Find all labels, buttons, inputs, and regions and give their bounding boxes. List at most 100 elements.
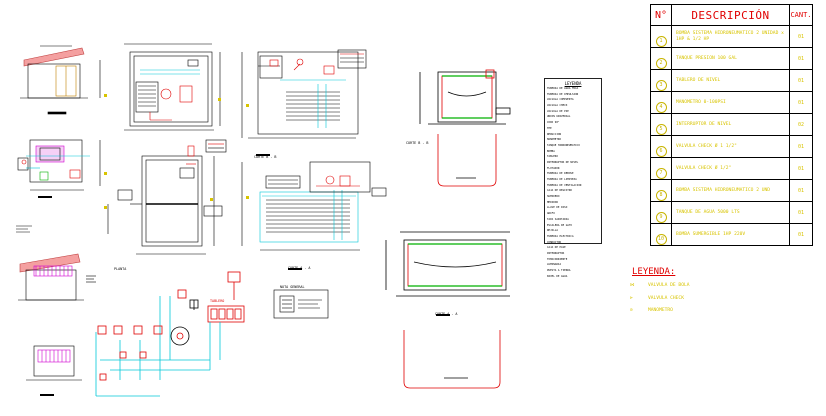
row-number: 3	[650, 69, 672, 92]
row-quantity: 01	[789, 25, 813, 48]
notes-left	[16, 225, 32, 233]
legend-item-label: VALVULA CHECK	[648, 296, 684, 301]
legend-item-gauge: ⊘ MANOMETRO	[630, 308, 673, 313]
label-note: NOTA GENERAL	[280, 285, 305, 289]
row-quantity: 01	[789, 135, 813, 158]
row-description: BOMBA SISTEMA HIDRONEUMATICO 2 UND	[671, 179, 790, 202]
row-number: 6	[650, 135, 672, 158]
legend-item-ball-valve: ⋈ VALVULA DE BOLA	[630, 283, 690, 288]
notes-legend-item: TUBERIA DE LIMPIEZA	[547, 178, 577, 181]
legend-item-label: VALVULA DE BOLA	[648, 283, 690, 288]
notes-legend-item: UNION UNIVERSAL	[547, 115, 571, 119]
legend-item-check-valve: ⊳ VALVULA CHECK	[630, 296, 684, 301]
label-section-aa: CORTE A - A	[288, 266, 311, 270]
row-quantity: 01	[789, 47, 813, 70]
notes-legend-item: INTERRUPTOR DE NIVEL	[547, 160, 579, 164]
row-number: 4	[650, 91, 672, 114]
row-quantity: 01	[789, 69, 813, 92]
tank-section-top	[419, 69, 511, 187]
note-box	[273, 289, 329, 319]
row-number: 2	[650, 47, 672, 70]
notes-legend-item: TOMACORRIENTE	[547, 257, 568, 261]
col-header-quantity: CANT.	[789, 4, 813, 26]
notes-legend-item: TEE	[547, 126, 552, 130]
row-description: VALVULA CHECK Ø 1/2"	[671, 157, 790, 180]
notes-legend-item: CODO 90°	[547, 121, 560, 125]
notes-legend-item: SUMIDERO	[547, 195, 560, 199]
notes-legend-item: TANQUE HIDRONEUMATICO	[547, 143, 580, 147]
notes-legend-list: TUBERIA DE AGUA FRIA TUBERIA DE IMPULSION…	[545, 86, 601, 279]
label-section-bb: CORTE B - B	[254, 155, 277, 159]
row-description: TABLERO DE NIVEL	[671, 69, 790, 92]
row-description: INTERRUPTOR DE NIVEL	[671, 113, 790, 136]
schematic	[95, 271, 245, 397]
notes-legend-item: PUESTA A TIERRA	[547, 269, 571, 272]
table-header-row: N° DESCRIPCIÓN CANT.	[650, 4, 813, 26]
notes-legend-item: VALVULA COMPUERTA	[547, 98, 574, 102]
notes-legend-item: REDUCCION	[547, 132, 562, 136]
label-section-aa-2: CORTE A - A	[435, 312, 458, 316]
plan-main	[107, 139, 227, 255]
col-header-number: N°	[650, 4, 672, 26]
row-number: 7	[650, 157, 672, 180]
check-valve-icon: ⊳	[630, 296, 633, 301]
row-description: BOMBA SUMERGIBLE 1HP 220V	[671, 223, 790, 246]
notes-legend-item: LLAVE DE PASO	[547, 206, 568, 210]
notes-legend-item: BOMBA	[547, 149, 555, 153]
row-number: 5	[650, 113, 672, 136]
row-description: VALVULA CHECK Ø 1 1/2"	[671, 135, 790, 158]
label-plan: PLANTA	[114, 267, 127, 271]
notes-legend-item: VALVULA DE PIE	[547, 109, 569, 113]
notes-legend-item: NIVEL DE AGUA	[547, 274, 568, 278]
row-number: 8	[650, 179, 672, 202]
section-bb	[241, 49, 367, 156]
markers	[104, 94, 249, 209]
notes-legend-item: TUBERIA DE IMPULSION	[547, 92, 579, 96]
shed-elevation	[18, 253, 96, 301]
ball-valve-icon: ⋈	[630, 283, 635, 288]
notes-legend-item: GRIFO	[547, 212, 555, 216]
notes-legend-item: CAJA DE PASE	[547, 246, 566, 250]
notes-legend-item: CAJA DE REGISTRO	[547, 189, 572, 193]
notes-legend: LEYENDA TUBERIA DE AGUA FRIA TUBERIA DE I…	[544, 78, 602, 278]
notes-legend-title: LEYENDA	[564, 81, 582, 86]
legend-item-label: MANOMETRO	[648, 308, 673, 313]
label-section-bb-2: CORTE B - B	[406, 141, 429, 145]
section-aa	[241, 161, 387, 270]
notes-legend-item: MEDIDOR	[547, 200, 558, 204]
gauge-icon: ⊘	[630, 308, 633, 313]
notes-legend-item: CONDUCTOR	[547, 240, 562, 244]
row-description: BOMBA SISTEMA HIDRONEUMATICO 2 UNIDAD x …	[671, 25, 790, 48]
notes-legend-item: TAPA SANITARIA	[547, 217, 569, 221]
row-description: MANOMETRO 0-100PSI	[671, 91, 790, 114]
row-number: 10	[650, 223, 672, 246]
notes-legend-item: TUBERIA DE VENTILACION	[547, 183, 582, 187]
col-header-description: DESCRIPCIÓN	[671, 4, 790, 26]
row-quantity: 01	[789, 91, 813, 114]
row-description: TANQUE DE AGUA 5000 LTS	[671, 201, 790, 224]
notes-legend-item: FLOTADOR	[547, 166, 560, 170]
notes-legend-item: TUBERIA DE AGUA FRIA	[547, 87, 579, 90]
notes-legend-item: ESCALERA DE GATO	[547, 223, 572, 227]
tank-section-bottom	[385, 231, 510, 389]
row-number: 1	[650, 25, 672, 48]
row-quantity: 01	[789, 157, 813, 180]
house-elevation	[20, 45, 101, 115]
label-panel: TABLERO	[210, 299, 225, 303]
row-quantity: 01	[789, 179, 813, 202]
plan-small	[17, 139, 101, 198]
row-quantity: 01	[789, 201, 813, 224]
row-description: TANQUE PRESION 100 GAL	[671, 47, 790, 70]
notes-legend-item: TABLERO	[547, 155, 558, 159]
pump-room-plan	[124, 43, 221, 131]
notes-legend-item: TUBERIA ELECTRICA	[547, 234, 574, 238]
